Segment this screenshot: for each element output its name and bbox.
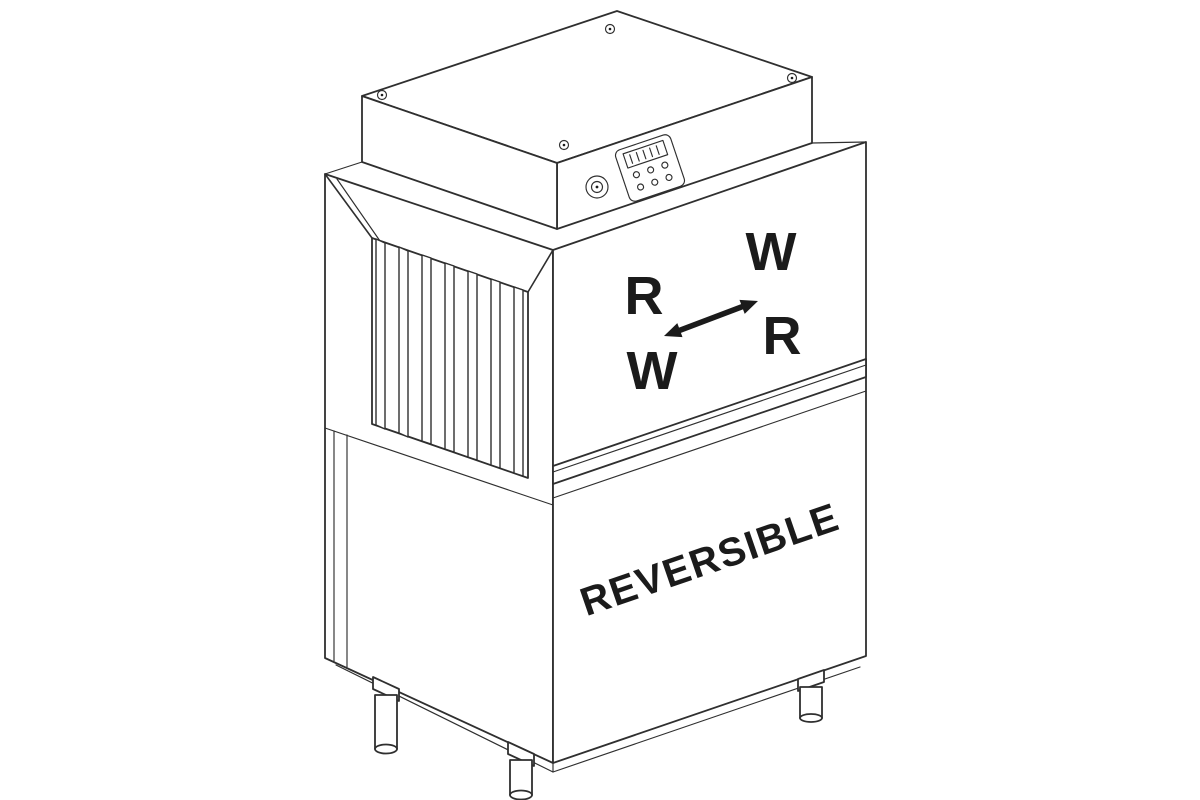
leg-foot — [374, 743, 398, 755]
panel-button-dot-icon — [647, 166, 655, 174]
leg-boss — [797, 669, 825, 692]
power-knob-icon — [585, 175, 609, 199]
panel-seam — [552, 390, 867, 499]
curtain-slat — [398, 246, 409, 438]
machine-body — [324, 141, 867, 773]
legs — [372, 669, 825, 800]
panel-button-dot-icon — [636, 183, 645, 191]
screw-icon — [376, 89, 388, 101]
control-box-left-face — [361, 95, 558, 230]
panel-buttons — [632, 161, 673, 191]
label-r-lower: R — [763, 306, 802, 366]
lid-screws — [376, 23, 798, 151]
panel-button-dot-icon — [651, 178, 659, 186]
display-ticks — [629, 145, 660, 164]
leg-front-right — [797, 669, 825, 723]
leg-cylinder — [374, 694, 398, 750]
label-r-upper: R — [625, 266, 664, 326]
curtain-slat — [467, 270, 478, 461]
double-headed-arrow-icon — [664, 299, 758, 338]
base-division-line — [324, 427, 554, 506]
leg-front-left — [372, 676, 400, 755]
curtain-slats — [371, 237, 529, 479]
leg-foot — [799, 713, 823, 723]
control-panel — [614, 134, 686, 202]
tray-rail — [552, 358, 867, 485]
screw-icon — [786, 72, 798, 84]
panel-button-dot-icon — [632, 171, 640, 179]
panel-button-dot-icon — [661, 161, 669, 169]
control-box — [324, 10, 867, 230]
label-w-lower: W — [627, 341, 678, 401]
curtain-slat — [490, 278, 501, 469]
body-right-face — [552, 141, 867, 764]
hood-slope — [324, 173, 554, 293]
curtain-slat — [513, 286, 524, 477]
curtain-slat — [421, 254, 432, 445]
panel-button-dot-icon — [665, 173, 673, 182]
base-inset-lines — [333, 430, 348, 668]
label-w-upper: W — [746, 222, 797, 282]
leg-foot — [509, 789, 533, 800]
screw-icon — [558, 139, 570, 151]
curtain-slat — [375, 238, 386, 430]
screw-icon — [604, 23, 616, 35]
curtain-slat — [444, 262, 455, 453]
leg-front-center — [507, 741, 535, 800]
